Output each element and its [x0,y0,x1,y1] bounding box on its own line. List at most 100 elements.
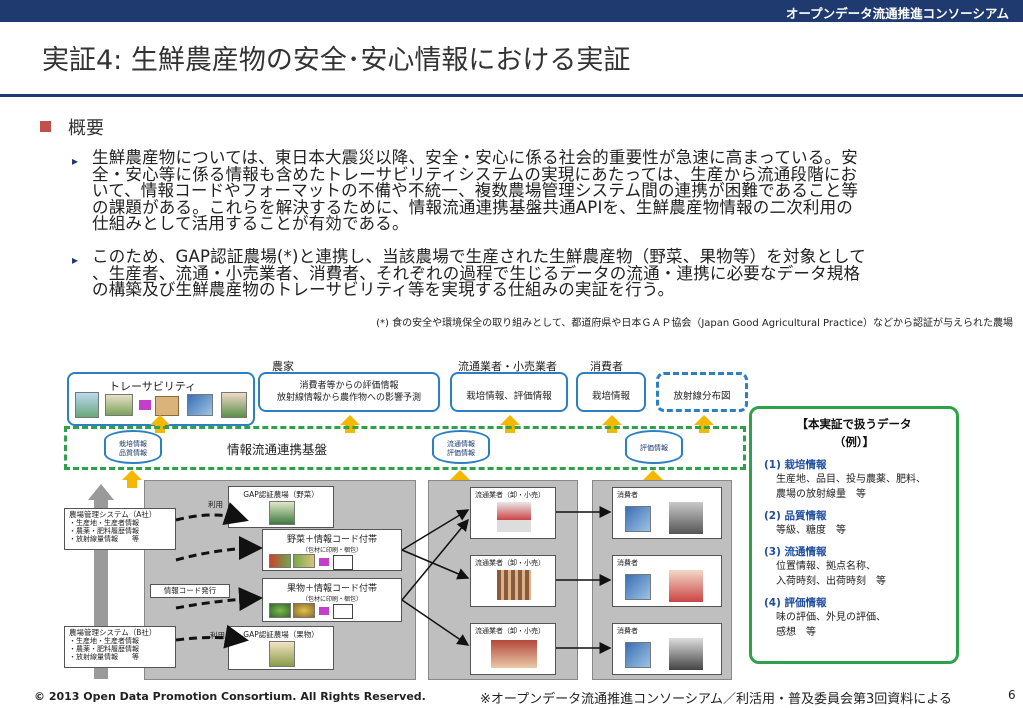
shopper-photo-icon [669,502,703,534]
fruit-photo-icon [269,603,291,618]
arrow-icon [319,558,329,566]
consumer-label: 消費者 [617,491,638,499]
distributor-label: 流通業者（卸・小売） [475,559,545,567]
data-panel-subtitle: （例）】 [833,435,875,449]
farmer-photo-icon [269,501,295,525]
consumer-info-label: 栽培情報 [591,391,630,402]
consumer-photo-icon [221,392,247,418]
radiation-map-box: 放射線分布図 [656,372,748,412]
radiation-map-label: 放射線分布図 [673,391,731,402]
evaluation-line2: 放射線情報から農作物への影響予測 [276,393,421,403]
page-number: 6 [1008,688,1016,702]
fruit-photo-icon [293,603,315,618]
up-arrow-icon [602,415,622,433]
gap-fruit-label: GAP認証農場（果物） [243,630,319,639]
para1-line: の課題がある。これらを解決するために、情報流通連携基盤共通APIを、生鮮農産物情… [92,197,854,217]
farm-system-a: 農場管理システム（A社） ・生産地・生産者情報 ・農薬・肥料履歴情報 ・放射線量… [64,508,176,550]
database-cylinder-1: 栽培情報 品質情報 [104,430,162,464]
scanner-photo-icon [187,394,213,416]
scanner-photo-icon [625,642,651,668]
data-item-heading: (4) 評価情報 [764,597,827,609]
farm-system-b: 農場管理システム（B社） ・生産地・生産者情報 ・農薬・肥料履歴情報 ・放射線量… [64,626,176,668]
code-issue-box: 情報コード発行 [150,584,230,598]
cylinder-label: 栽培情報 [119,440,147,448]
veg-band-note: （包材に印刷・梱包） [301,547,362,554]
overview-paragraph-1: 生鮮農産物については、東日本大震災以降、安全・安心に係る社会的重要性が急速に高ま… [92,148,1002,233]
gap-veg-label: GAP認証農場（野菜） [243,490,319,499]
dashed-arrow [175,587,263,612]
data-item-text: 生産地、品目、投与農薬、肥料、 [776,474,926,485]
para1-line: 仕組みとして活用することが有効である。 [92,214,409,233]
footnote: (*) 食の安全や環境保全の取り組みとして、都道府県や日本ＧＡＰ協会（Japan… [376,318,1013,329]
cylinder-label: 評価情報 [640,444,668,452]
farmer-photo-icon [75,392,99,418]
large-up-arrow-icon [88,484,114,500]
database-cylinder-2: 流通情報 評価情報 [432,430,490,464]
scanner-photo-icon [625,506,651,532]
dashed-arrow [175,624,249,649]
box-icon [333,604,353,619]
data-item-text: 味の評価、外見の評価、 [776,612,886,623]
platform-label: 情報流通連携基盤 [227,442,328,457]
system-a-item: ・農薬・肥料履歴情報 [69,527,139,535]
market-photo-icon [491,640,537,668]
database-cylinder-3: 評価情報 [625,430,683,464]
use-label-bottom: 利用 [210,631,225,640]
traceability-label: トレーサビリティ [109,380,197,393]
distributor-info-box: 栽培情報、評価情報 [450,372,568,412]
up-arrow-icon [150,415,170,433]
data-item-text: 位置情報、拠点名称、 [776,561,876,572]
store-icon [497,502,531,532]
system-b-title: 農場管理システム（B社） [69,628,157,637]
source-note: ※オープンデータ流通推進コンソーシアム／利活用・普及委員会第3回資料による [480,692,952,707]
fruit-band-label: 果物＋情報コード付帯 [286,584,377,594]
distributor-card-2: 流通業者（卸・小売） [470,555,556,607]
cylinder-label: 品質情報 [119,449,147,457]
para1-line: 生鮮農産物については、東日本大震災以降、安全・安心に係る社会的重要性が急速に高ま… [92,148,858,167]
consumer-card-1: 消費者 [612,487,722,539]
section-marker-icon [40,121,51,132]
system-a-item: ・生産地・生産者情報 [69,519,139,527]
consumer-label: 消費者 [617,559,638,567]
system-a-item: ・放射線量情報 等 [69,535,139,543]
system-b-item: ・生産地・生産者情報 [69,637,139,645]
para2-line: このため、GAP認証農場(*)と連携し、当該農場で生産された生鮮農産物（野菜、果… [92,247,866,266]
system-b-item: ・農薬・肥料履歴情報 [69,645,139,653]
data-item-heading: (2) 品質情報 [764,510,827,522]
flow-arrow [401,549,470,580]
consumer-info-box: 栽培情報 [576,372,646,412]
shopper-photo-icon [669,638,703,670]
warehouse-icon [497,570,531,600]
para2-line: の構築及び生鮮農産物のトレーサビリティ等を実現する仕組みの実証を行う。 [92,280,675,299]
vegetables-photo-icon [269,554,291,568]
bullet-arrow-icon: ▸ [72,154,79,168]
system-a-title: 農場管理システム（A社） [69,510,157,519]
data-item-text: 感想 等 [776,627,816,638]
title-divider [0,94,1023,97]
distributor-card-1: 流通業者（卸・小売） [470,487,556,539]
use-label-top: 利用 [208,500,223,509]
data-examples-panel: 【本実証で扱うデータ （例）】 (1) 栽培情報 生産地、品目、投与農薬、肥料、… [749,406,959,664]
overview-paragraph-2: このため、GAP認証農場(*)と連携し、当該農場で生産された生鮮農産物（野菜、果… [92,247,1002,299]
box-icon [333,555,353,570]
up-arrow-icon [340,415,360,433]
distributor-label: 流通業者（卸・小売） [475,627,545,635]
para1-line: 全・安心等に係る情報も含めたトレーサビリティシステムの実現にあたっては、生産から… [92,164,858,184]
para2-line: 、生産者、流通・小売業者、消費者、それぞれの過程で生じるデータの流通・連携に必要… [92,263,861,283]
data-item-text: 等級、糖度 等 [776,525,846,536]
column-label-distributor: 流通業者・小売業者 [458,360,557,373]
consumer-card-3: 消費者 [612,623,722,675]
data-item-text: 農場の放射線量 等 [776,489,866,500]
column-label-consumer: 消費者 [590,360,623,373]
fruit-band: 果物＋情報コード付帯 （包材に印刷・梱包） [262,578,402,622]
copyright: © 2013 Open Data Promotion Consortium. A… [34,690,426,703]
system-b-item: ・放射線量情報 等 [69,653,139,661]
distributor-info-label: 栽培情報、評価情報 [466,391,552,402]
up-arrow-icon [122,470,142,488]
evaluation-line1: 消費者等からの評価情報 [299,381,399,391]
data-item-heading: (3) 流通情報 [764,546,827,558]
up-arrow-icon [694,415,714,433]
up-arrow-icon [500,415,520,433]
column-label-farmer: 農家 [272,360,294,373]
